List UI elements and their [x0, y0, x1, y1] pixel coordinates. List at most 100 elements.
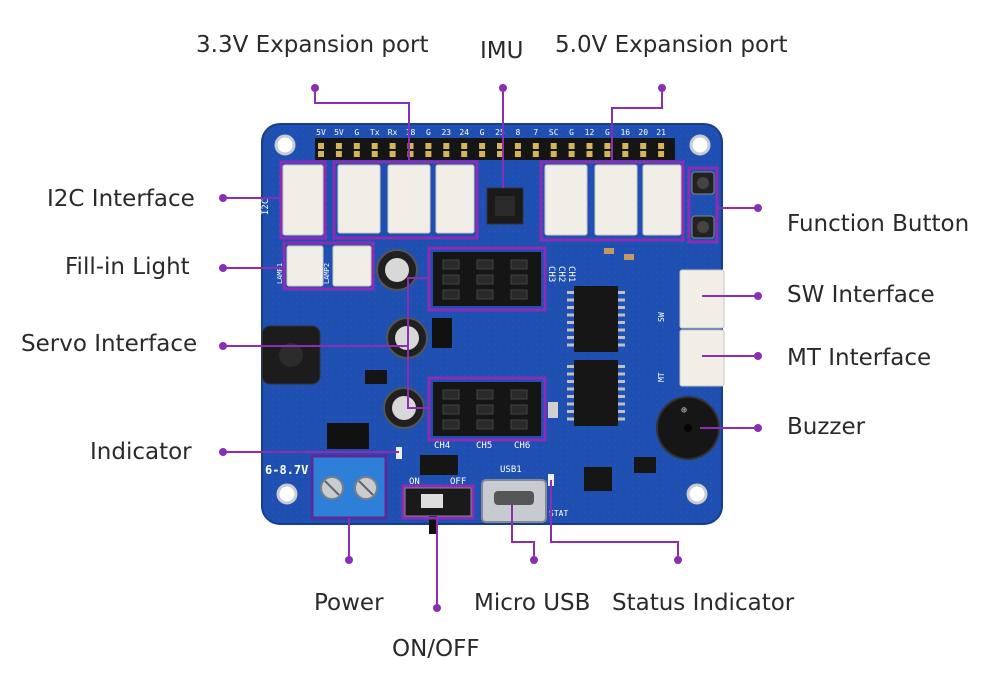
lamp1-connector [286, 245, 324, 287]
label-function-button: Function Button [787, 211, 970, 237]
ic-leg [618, 365, 625, 368]
gpio-pin-label: G [354, 128, 359, 137]
gpio-pin-label: G [426, 128, 431, 137]
smd-part [624, 254, 634, 260]
gpio-pin-label: G [480, 128, 485, 137]
dot [219, 342, 227, 350]
sw-silk: SW [657, 312, 666, 322]
ic-leg [618, 372, 625, 376]
ch-bottom-silk: CH4 [434, 441, 450, 451]
connector-50-b [594, 164, 638, 236]
gpio-pin [640, 143, 647, 149]
ic-leg [567, 336, 574, 339]
ic-leg [567, 306, 574, 309]
line-servo-2 [407, 346, 429, 409]
switch-on-silk: ON [409, 477, 420, 487]
servo-pin [442, 274, 460, 285]
gpio-pin [497, 151, 503, 157]
box-lamp [282, 241, 375, 291]
gpio-pin-label: 16 [620, 128, 630, 137]
line-servo [223, 277, 429, 347]
ic-leg [618, 328, 625, 332]
power-switch-knob [421, 494, 443, 508]
gpio-pin-label: 7 [533, 128, 538, 137]
dot [530, 556, 538, 564]
gpio-pin [479, 143, 486, 149]
dot [345, 556, 353, 564]
connector-33-b [387, 164, 431, 234]
ic-leg [618, 336, 625, 339]
gpio-pin [514, 143, 521, 149]
lamp2-silk: LAMP2 [323, 263, 331, 284]
gpio-pin-label: 21 [656, 128, 666, 137]
servo-pin [476, 419, 494, 430]
capacitor-top [392, 396, 416, 420]
mount-hole [274, 134, 296, 156]
gpio-pin [550, 151, 557, 157]
ic-leg [567, 395, 574, 398]
dot [754, 424, 762, 432]
connector-50-a [544, 164, 588, 236]
label-sw: SW Interface [787, 282, 935, 308]
gpio-pin-label: SC [549, 128, 559, 137]
servo-pin [510, 259, 528, 270]
label-on-off: ON/OFF [392, 636, 480, 662]
ic-leg [618, 417, 625, 421]
label-33v-expansion: 3.3V Expansion port [196, 32, 429, 58]
label-micro-usb: Micro USB [474, 590, 591, 616]
connector-33-a [337, 164, 381, 234]
gpio-pin [389, 143, 396, 149]
ch-top-silk: CH2 [556, 266, 566, 282]
voltage-silk: 6-8.7V [265, 463, 308, 477]
lamp2-connector [332, 245, 372, 287]
gpio-pin [604, 143, 611, 149]
ic-leg [567, 402, 574, 406]
mt-silk: MT [657, 372, 666, 382]
ic-leg [618, 291, 625, 294]
smd-part [327, 423, 369, 449]
servo-pin [442, 389, 460, 400]
gpio-pin-label: 5V [316, 128, 326, 137]
servo-pin [510, 289, 528, 300]
gpio-pin-label: Rx [388, 128, 398, 137]
gpio-pin [461, 151, 468, 157]
driver-ic [574, 360, 618, 426]
ic-leg [567, 380, 574, 383]
ic-leg [567, 372, 574, 376]
ic-leg [618, 313, 625, 317]
i2c-silk: I2C [261, 199, 271, 215]
gpio-pin [335, 151, 342, 157]
gpio-pin [640, 151, 647, 157]
gpio-pin [353, 151, 360, 157]
box-33 [332, 160, 479, 240]
gpio-pin [461, 143, 468, 149]
label-power: Power [314, 590, 384, 616]
gpio-pin [407, 151, 414, 157]
connector-50-c [642, 164, 682, 236]
gpio-pin-label: 8 [515, 128, 520, 137]
label-buzzer: Buzzer [787, 414, 866, 440]
label-fill-in-light: Fill-in Light [65, 254, 190, 280]
box-i2c [279, 160, 327, 240]
ch-bottom-silk: CH5 [476, 441, 492, 451]
ch-top-silk: CH1 [566, 266, 576, 282]
gpio-pin [318, 143, 324, 149]
ic-leg [618, 321, 625, 324]
box-function [687, 166, 719, 244]
servo-pin [476, 259, 494, 270]
ic-leg [567, 417, 574, 421]
ic-leg [618, 380, 625, 383]
line-status [550, 480, 679, 560]
ic-legs [567, 291, 625, 421]
ic-leg [618, 298, 625, 302]
gpio-pin-label: 12 [585, 128, 595, 137]
gpio-pin [658, 143, 665, 149]
gpio-pin-label: 25 [495, 128, 505, 137]
label-imu: IMU [480, 38, 524, 64]
gpio-pin [497, 143, 503, 149]
gpio-pin [407, 143, 414, 149]
small-ic [634, 457, 656, 473]
dot [754, 292, 762, 300]
